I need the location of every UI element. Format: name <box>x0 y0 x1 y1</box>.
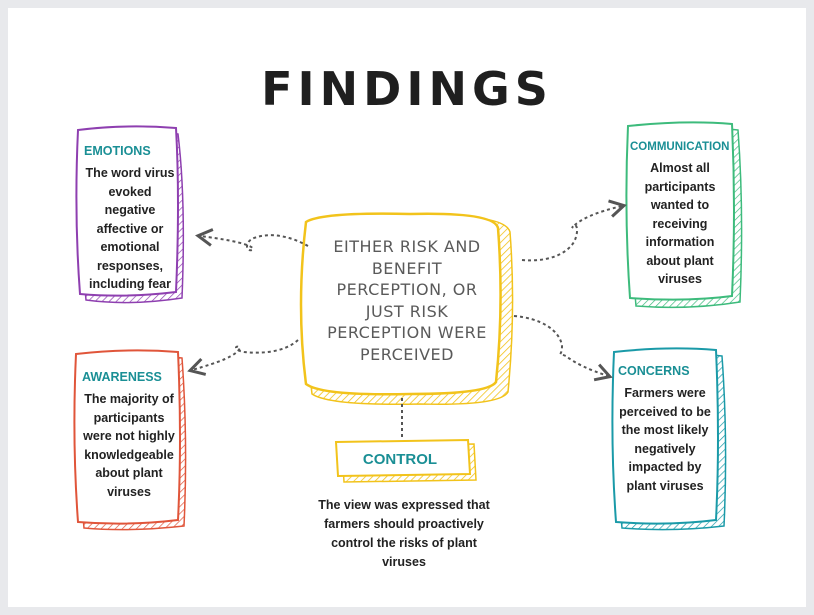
communication-heading: COMMUNICATION <box>630 141 730 153</box>
awareness-text: The majority of participants were not hi… <box>83 392 175 499</box>
control-box-frame <box>334 438 477 483</box>
awareness-box: AWARENESS The majority of participants w… <box>82 370 176 501</box>
emotions-box-frame <box>75 125 185 304</box>
communication-box: COMMUNICATION Almost all participants wa… <box>630 141 730 289</box>
concerns-text: Farmers were perceived to be the most li… <box>619 386 711 493</box>
connectors <box>187 199 627 440</box>
concerns-box: CONCERNS Farmers were perceived to be th… <box>618 364 712 495</box>
connector-to-concerns <box>513 315 613 382</box>
center-finding-text: EITHER RISK AND BENEFIT PERCEPTION, OR J… <box>327 237 487 364</box>
control-heading: CONTROL <box>362 451 438 468</box>
connector-to-awareness <box>187 339 299 376</box>
connector-to-communication <box>521 199 627 262</box>
center-box-frame <box>299 212 514 406</box>
communication-text: Almost all participants wanted to receiv… <box>644 161 716 286</box>
page-title: FINDINGS <box>261 62 553 116</box>
awareness-heading: AWARENESS <box>82 370 162 384</box>
communication-box-frame <box>625 121 743 309</box>
concerns-heading: CONCERNS <box>618 364 690 378</box>
emotions-box: EMOTIONS The word virus evoked negative … <box>84 144 176 294</box>
emotions-text: The word virus evoked negative affective… <box>85 166 175 291</box>
awareness-box-frame <box>73 349 187 531</box>
concerns-box-frame <box>611 347 727 531</box>
control-text: The view was expressed that farmers shou… <box>318 498 490 569</box>
connector-to-emotions <box>195 228 309 252</box>
emotions-heading: EMOTIONS <box>84 144 151 158</box>
